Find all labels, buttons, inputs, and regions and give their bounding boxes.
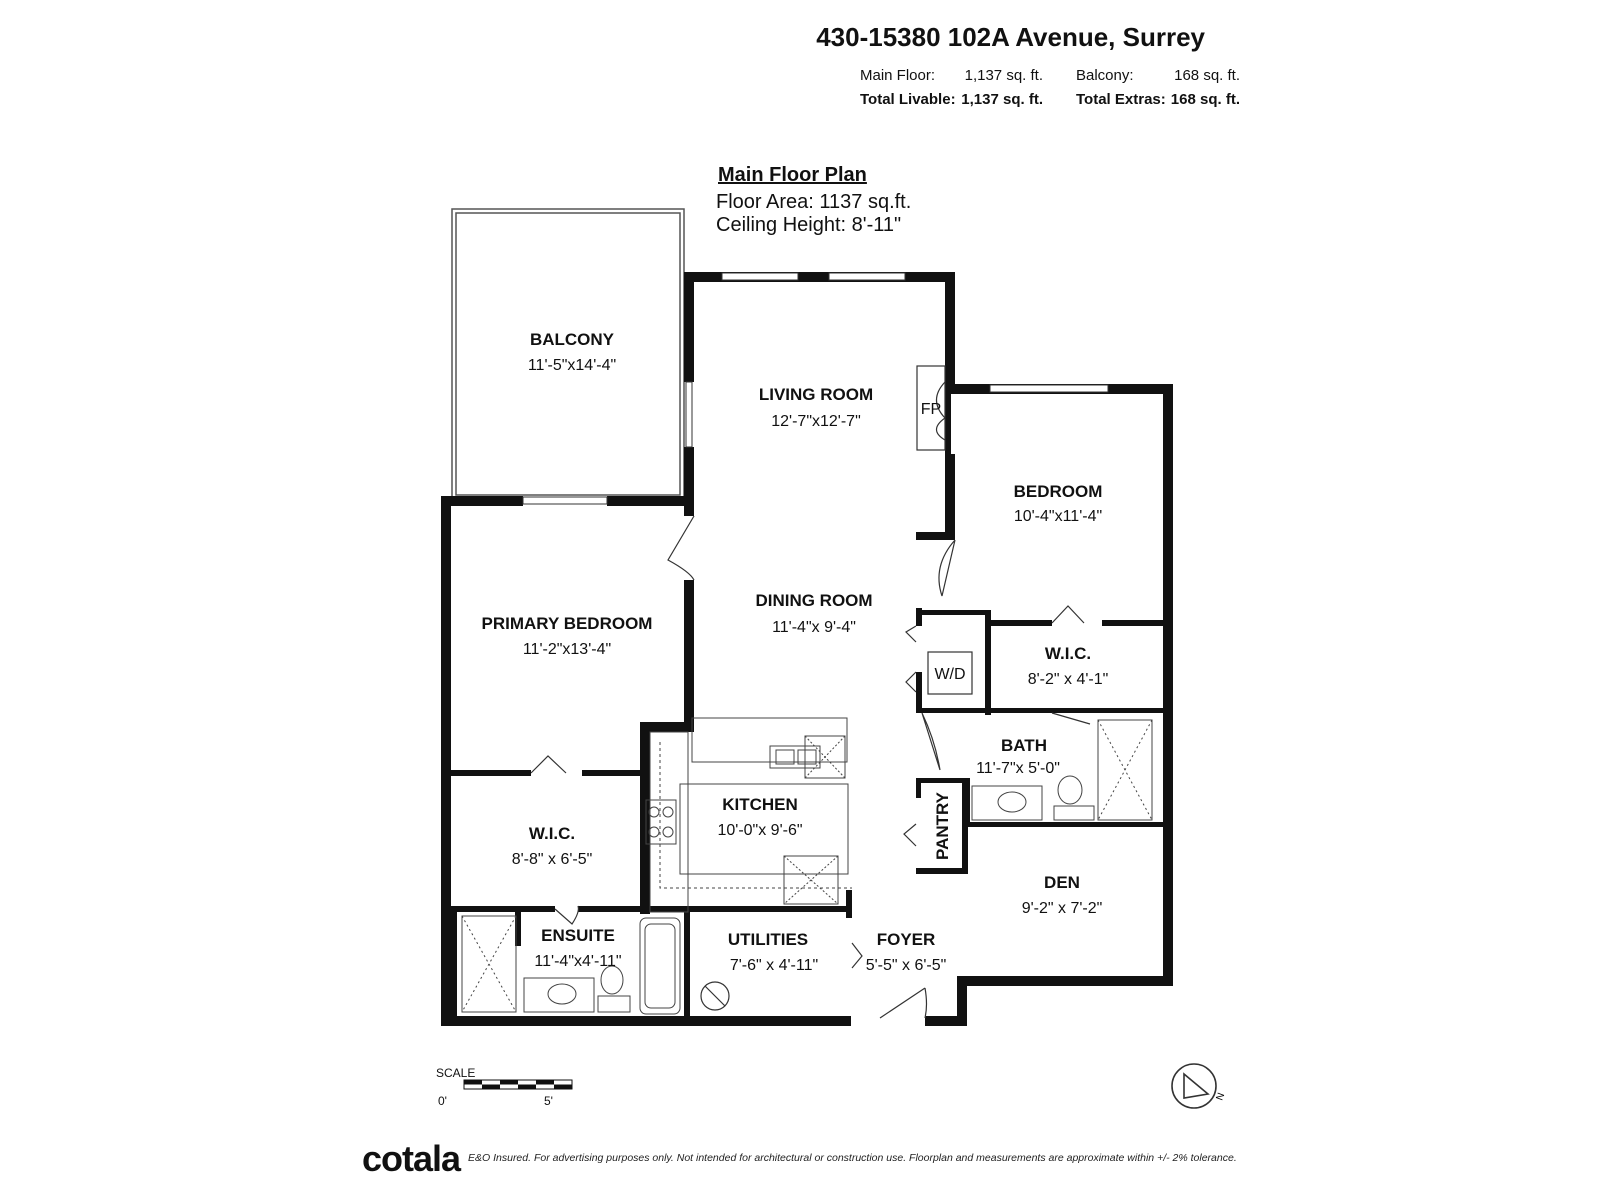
primary-bedroom-name: PRIMARY BEDROOM [482, 614, 653, 633]
dining-room-name: DINING ROOM [755, 591, 872, 610]
total-livable-value: 1,137 sq. ft. [961, 91, 1043, 108]
wic-left-name: W.I.C. [529, 824, 575, 843]
water-heater-icon [700, 981, 730, 1011]
total-livable-label: Total Livable: [860, 91, 956, 108]
bathtub-icon [639, 917, 681, 1015]
total-extras-value: 168 sq. ft. [1170, 91, 1240, 108]
brand-logo: cotala [362, 1138, 461, 1179]
ensuite-vanity-icon [523, 977, 595, 1013]
bath-fixtures [971, 719, 1153, 821]
fireplace-icon [916, 365, 946, 451]
living-room-name: LIVING ROOM [759, 385, 873, 404]
pantry-name: PANTRY [933, 791, 952, 860]
primary-bedroom-dims: 11'-2"x13'-4" [523, 641, 611, 658]
balcony-outline [451, 208, 685, 500]
washer-dryer-label: W/D [934, 666, 965, 683]
shower-icon [1097, 719, 1153, 821]
kitchen-dims: 10'-0"x 9'-6" [717, 822, 802, 839]
utilities-dims: 7'-6" x 4'-11" [730, 957, 818, 974]
balcony-value: 168 sq. ft. [1174, 67, 1240, 84]
ensuite-shower-icon [461, 915, 517, 1013]
ensuite-fixtures [461, 915, 681, 1015]
bedroom-name: BEDROOM [1014, 482, 1103, 501]
scale-end: 5' [544, 1094, 553, 1108]
main-floor-stats: Main Floor: 1,137 sq. ft. Total Livable: 1… [860, 64, 1043, 112]
room-labels: BALCONY 11'-5"x14'-4" LIVING ROOM 12'-7"… [482, 330, 1109, 974]
scale-start: 0' [438, 1094, 447, 1108]
stove-icon [645, 799, 677, 845]
ensuite-name: ENSUITE [541, 926, 615, 945]
windows [522, 272, 1109, 505]
bath-name: BATH [1001, 736, 1047, 755]
fridge-icon [783, 855, 839, 905]
ceiling-height: Ceiling Height: 8'-11" [716, 214, 902, 236]
ensuite-toilet-icon [597, 995, 631, 1013]
compass-north-label: N [1214, 1091, 1227, 1102]
compass-north-icon [1171, 1063, 1217, 1109]
extras-stats: Balcony:168 sq. ft. Total Extras:168 sq.… [1076, 64, 1240, 112]
wic-left-dims: 8'-8" x 6'-5" [512, 851, 593, 868]
washer-dryer-icon [927, 651, 973, 695]
total-extras-label: Total Extras: [1076, 91, 1166, 108]
vanity-icon [971, 785, 1043, 821]
living-room-dims: 12'-7"x12'-7" [771, 413, 861, 430]
foyer-dims: 5'-5" x 6'-5" [866, 957, 947, 974]
utilities-name: UTILITIES [728, 930, 808, 949]
kitchen-fixtures [645, 717, 852, 913]
balcony-dims: 11'-5"x14'-4" [528, 357, 616, 374]
main-floor-label: Main Floor: [860, 67, 936, 84]
foyer-name: FOYER [877, 930, 936, 949]
bath-dims: 11'-7"x 5'-0" [976, 760, 1060, 777]
floor-area: Floor Area: 1137 sq.ft. [716, 191, 912, 213]
scale-bar [463, 1079, 573, 1090]
sink-icon [769, 745, 821, 769]
door-swings [530, 515, 1091, 1019]
plan-title: Main Floor Plan [718, 164, 867, 186]
scale-label: SCALE [436, 1066, 476, 1080]
dishwasher-icon [804, 735, 846, 779]
main-floor-value: 1,137 sq. ft. [964, 67, 1043, 84]
wic-right-name: W.I.C. [1045, 644, 1091, 663]
walls [441, 272, 1173, 1026]
kitchen-name: KITCHEN [722, 795, 798, 814]
bedroom-dims: 10'-4"x11'-4" [1014, 508, 1102, 525]
property-address: 430-15380 102A Avenue, Surrey [816, 22, 1205, 52]
disclaimer: E&O Insured. For advertising purposes on… [468, 1152, 1237, 1164]
toilet-icon [1053, 805, 1095, 821]
den-name: DEN [1044, 873, 1080, 892]
den-dims: 9'-2" x 7'-2" [1022, 900, 1103, 917]
balcony-name: BALCONY [530, 330, 615, 349]
balcony-label: Balcony: [1076, 67, 1134, 84]
fireplace-label: FP [921, 401, 941, 418]
dining-room-dims: 11'-4"x 9'-4" [772, 619, 856, 636]
ensuite-dims: 11'-4"x4'-11" [534, 953, 621, 970]
wic-right-dims: 8'-2" x 4'-1" [1028, 671, 1109, 688]
